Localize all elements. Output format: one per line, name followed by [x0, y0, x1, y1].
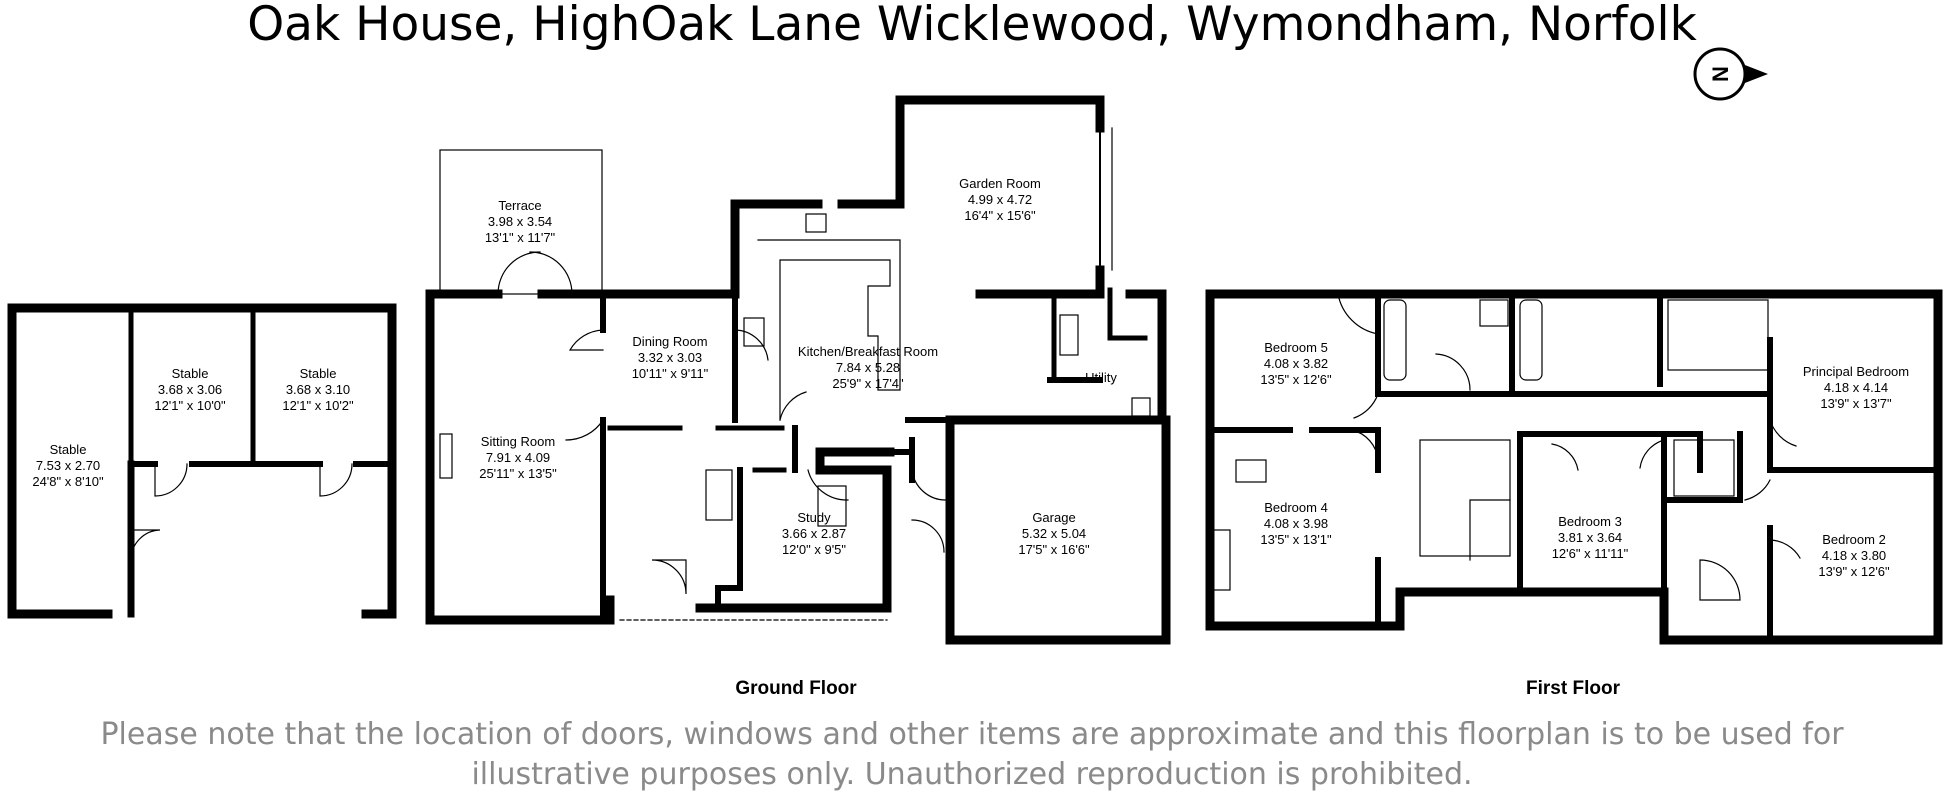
svg-text:Terrace: Terrace [498, 198, 541, 213]
stable-doors [130, 463, 353, 561]
room-garden-room: Garden Room 4.99 x 4.72 16'4" x 15'6" [959, 176, 1041, 223]
svg-text:12'0" x 9'5": 12'0" x 9'5" [782, 542, 846, 557]
room-kitchen: Kitchen/Breakfast Room 7.84 x 5.28 25'9"… [798, 344, 938, 391]
room-sitting-room: Sitting Room 7.91 x 4.09 25'11" x 13'5" [479, 434, 557, 481]
svg-text:12'6" x 11'11": 12'6" x 11'11" [1552, 546, 1629, 561]
svg-text:13'5" x 13'1": 13'5" x 13'1" [1260, 532, 1332, 547]
svg-text:Stable: Stable [172, 366, 209, 381]
svg-text:3.68 x 3.06: 3.68 x 3.06 [158, 382, 222, 397]
svg-text:12'1" x 10'0": 12'1" x 10'0" [154, 398, 226, 413]
svg-text:Bedroom 2: Bedroom 2 [1822, 532, 1886, 547]
room-bedroom-5: Bedroom 5 4.08 x 3.82 13'5" x 12'6" [1260, 340, 1332, 387]
svg-text:13'9" x 13'7": 13'9" x 13'7" [1820, 396, 1892, 411]
first-floor-label: First Floor [1526, 678, 1621, 699]
svg-text:7.91 x 4.09: 7.91 x 4.09 [486, 450, 550, 465]
svg-text:10'11" x 9'11": 10'11" x 9'11" [632, 366, 709, 381]
room-bedroom-2: Bedroom 2 4.18 x 3.80 13'9" x 12'6" [1818, 532, 1890, 579]
svg-text:Sitting Room: Sitting Room [481, 434, 555, 449]
room-stable-large: Stable 7.53 x 2.70 24'8" x 8'10" [32, 442, 104, 489]
svg-text:3.98 x 3.54: 3.98 x 3.54 [488, 214, 552, 229]
svg-text:5.32 x 5.04: 5.32 x 5.04 [1022, 526, 1086, 541]
svg-text:3.81 x 3.64: 3.81 x 3.64 [1558, 530, 1622, 545]
ground-floor-walls [425, 95, 1171, 645]
svg-text:Garage: Garage [1032, 510, 1075, 525]
room-stable-3: Stable 3.68 x 3.10 12'1" x 10'2" [282, 366, 354, 413]
disclaimer-note: Please note that the location of doors, … [100, 717, 1844, 792]
svg-text:3.32 x 3.03: 3.32 x 3.03 [638, 350, 702, 365]
svg-text:Principal Bedroom: Principal Bedroom [1803, 364, 1909, 379]
first-floor-fixtures [1209, 293, 1801, 601]
svg-text:25'11" x 13'5": 25'11" x 13'5" [479, 466, 557, 481]
svg-text:Dining Room: Dining Room [632, 334, 707, 349]
svg-text:16'4" x 15'6": 16'4" x 15'6" [964, 208, 1036, 223]
svg-text:4.08 x 3.82: 4.08 x 3.82 [1264, 356, 1328, 371]
stables-block [7, 303, 397, 619]
svg-text:17'5" x 16'6": 17'5" x 16'6" [1018, 542, 1090, 557]
svg-text:13'1" x 11'7": 13'1" x 11'7" [485, 230, 556, 245]
room-principal-bedroom: Principal Bedroom 4.18 x 4.14 13'9" x 13… [1803, 364, 1909, 411]
svg-text:12'1" x 10'2": 12'1" x 10'2" [282, 398, 354, 413]
room-utility: Utility [1085, 370, 1117, 385]
svg-text:3.66 x 2.87: 3.66 x 2.87 [782, 526, 846, 541]
room-dining-room: Dining Room 3.32 x 3.03 10'11" x 9'11" [632, 334, 709, 381]
compass-circle [1693, 47, 1747, 101]
north-arrow-icon: N [1693, 47, 1768, 101]
svg-text:4.18 x 3.80: 4.18 x 3.80 [1822, 548, 1886, 563]
room-stable-2: Stable 3.68 x 3.06 12'1" x 10'0" [154, 366, 226, 413]
room-terrace: Terrace 3.98 x 3.54 13'1" x 11'7" [485, 198, 556, 245]
svg-text:24'8" x 8'10": 24'8" x 8'10" [32, 474, 104, 489]
svg-text:Bedroom 5: Bedroom 5 [1264, 340, 1328, 355]
ground-floor-fixtures [439, 127, 1151, 621]
room-garage: Garage 5.32 x 5.04 17'5" x 16'6" [1018, 510, 1090, 557]
svg-text:7.53 x 2.70: 7.53 x 2.70 [36, 458, 100, 473]
svg-text:4.08 x 3.98: 4.08 x 3.98 [1264, 516, 1328, 531]
svg-text:13'5" x 12'6": 13'5" x 12'6" [1260, 372, 1332, 387]
compass-letter: N [1708, 66, 1733, 82]
svg-text:3.68 x 3.10: 3.68 x 3.10 [286, 382, 350, 397]
svg-text:4.18 x 4.14: 4.18 x 4.14 [1824, 380, 1888, 395]
first-floor-walls [1205, 289, 1943, 645]
svg-text:Garden Room: Garden Room [959, 176, 1041, 191]
svg-text:Bedroom 4: Bedroom 4 [1264, 500, 1328, 515]
svg-text:25'9" x 17'4": 25'9" x 17'4" [832, 376, 904, 391]
page-title: Oak House, HighOak Lane Wicklewood, Wymo… [247, 0, 1697, 52]
svg-text:Bedroom 3: Bedroom 3 [1558, 514, 1622, 529]
svg-text:Stable: Stable [300, 366, 337, 381]
svg-text:4.99 x 4.72: 4.99 x 4.72 [968, 192, 1032, 207]
svg-text:13'9" x 12'6": 13'9" x 12'6" [1818, 564, 1890, 579]
svg-text:Study: Study [797, 510, 831, 525]
room-bedroom-4: Bedroom 4 4.08 x 3.98 13'5" x 13'1" [1260, 500, 1332, 547]
svg-text:7.84 x 5.28: 7.84 x 5.28 [836, 360, 900, 375]
svg-text:Stable: Stable [50, 442, 87, 457]
room-labels: Stable 7.53 x 2.70 24'8" x 8'10" Stable … [32, 176, 1909, 579]
ground-floor-label: Ground Floor [735, 678, 857, 699]
svg-text:Utility: Utility [1085, 370, 1117, 385]
room-bedroom-3: Bedroom 3 3.81 x 3.64 12'6" x 11'11" [1552, 514, 1629, 561]
room-study: Study 3.66 x 2.87 12'0" x 9'5" [782, 510, 847, 557]
svg-text:Kitchen/Breakfast Room: Kitchen/Breakfast Room [798, 344, 938, 359]
